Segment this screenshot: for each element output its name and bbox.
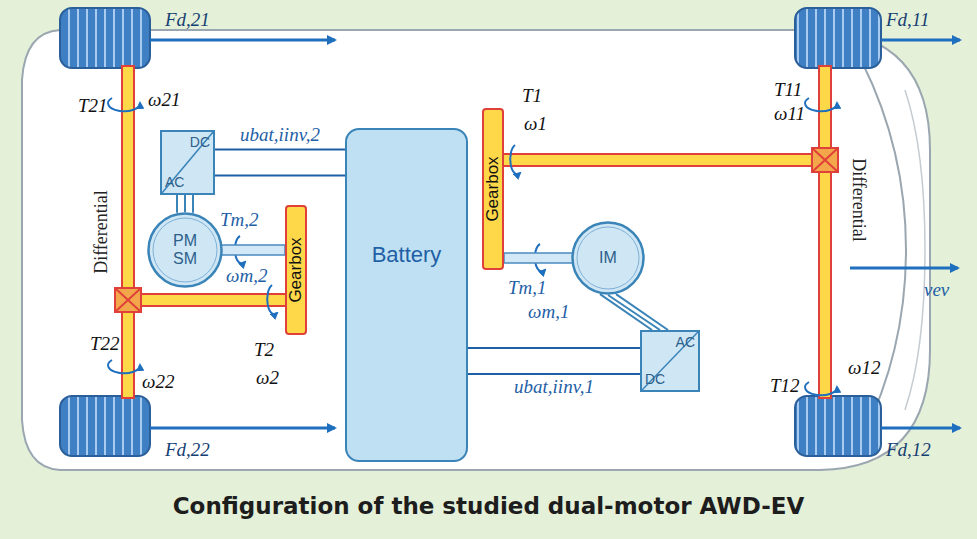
wheel [795, 8, 881, 68]
gearbox-box: Gearbox [285, 205, 307, 335]
rotation-arrow [108, 98, 140, 111]
force-label: Fd,11 [886, 10, 929, 31]
quantity-label: ωm,2 [226, 266, 267, 287]
connector [600, 294, 668, 330]
car-body [22, 30, 930, 470]
rotation-arrow [510, 145, 520, 174]
quantity-label: ω12 [848, 358, 880, 379]
differential-label: Differential [92, 190, 112, 274]
force-label: Fd,21 [165, 10, 210, 31]
force-arrow [150, 39, 335, 42]
battery-label: Battery [372, 243, 442, 267]
inverter-diagonal [162, 132, 213, 193]
quantity-label: T12 [770, 376, 800, 397]
force-arrow [881, 39, 960, 42]
figure-caption: Configuration of the studied dual-motor … [0, 494, 977, 519]
force-label: Fd,12 [886, 440, 931, 461]
inverter-box: DC AC [160, 130, 215, 195]
quantity-label: vev [924, 280, 949, 301]
wheel [795, 396, 881, 456]
gearbox-label: Gearbox [287, 237, 306, 302]
converter-label: AC [165, 175, 184, 190]
motor-outline [573, 223, 644, 294]
quantity-label: T2 [254, 340, 274, 361]
gearbox-label: Gearbox [484, 156, 503, 221]
differential-symbol [115, 288, 141, 312]
rotation-arrow [108, 360, 140, 373]
differential-symbol [812, 148, 838, 172]
quantity-label: ω22 [142, 372, 174, 393]
signal-label: ubat,iinv,2 [240, 125, 320, 146]
quantity-label: T1 [522, 86, 542, 107]
motor-label: IM [588, 249, 628, 267]
force-arrow [881, 427, 960, 430]
connector [215, 150, 345, 176]
connector [468, 348, 640, 374]
windshield-line [862, 62, 906, 438]
quantity-label: T22 [90, 334, 120, 355]
bumper-line [905, 90, 925, 410]
motor-outline [149, 214, 222, 287]
motor-circle: IM [571, 221, 645, 295]
velocity-arrow [850, 267, 958, 270]
motor-inner-ring [577, 227, 639, 289]
connector [177, 195, 193, 213]
connector [504, 253, 573, 263]
connector [221, 245, 285, 255]
rear-propshaft [138, 294, 286, 306]
motor-label: PM SM [170, 232, 200, 267]
front-propshaft [503, 154, 815, 166]
motor-inner-ring [153, 218, 217, 282]
front-axle [819, 66, 831, 398]
force-arrow [150, 427, 335, 430]
converter-label: DC [190, 135, 210, 150]
differential-label: Differential [848, 158, 868, 242]
converter-label: DC [645, 372, 665, 387]
quantity-label: T11 [774, 80, 802, 101]
rotation-arrow [267, 285, 277, 314]
rotation-arrow [805, 382, 837, 395]
quantity-label: ω2 [256, 368, 279, 389]
rotation-arrow [805, 98, 837, 111]
inverter-box: AC DC [640, 330, 700, 392]
wheel [60, 396, 150, 456]
rear-axle [122, 66, 134, 398]
quantity-label: ω11 [774, 104, 805, 125]
quantity-label: Tm,2 [220, 210, 259, 231]
converter-label: AC [676, 335, 695, 350]
motor-circle: PM SM [147, 212, 223, 288]
quantity-label: Tm,1 [508, 278, 547, 299]
force-label: Fd,22 [165, 440, 210, 461]
signal-label: ubat,iinv,1 [514, 377, 594, 398]
gearbox-box: Gearbox [482, 108, 504, 270]
battery-box: Battery [345, 128, 468, 462]
quantity-label: ω21 [148, 90, 180, 111]
inverter-diagonal [642, 332, 698, 390]
quantity-label: ωm,1 [528, 302, 569, 323]
quantity-label: T21 [78, 96, 108, 117]
quantity-label: ω1 [524, 114, 547, 135]
wheel [60, 8, 150, 68]
